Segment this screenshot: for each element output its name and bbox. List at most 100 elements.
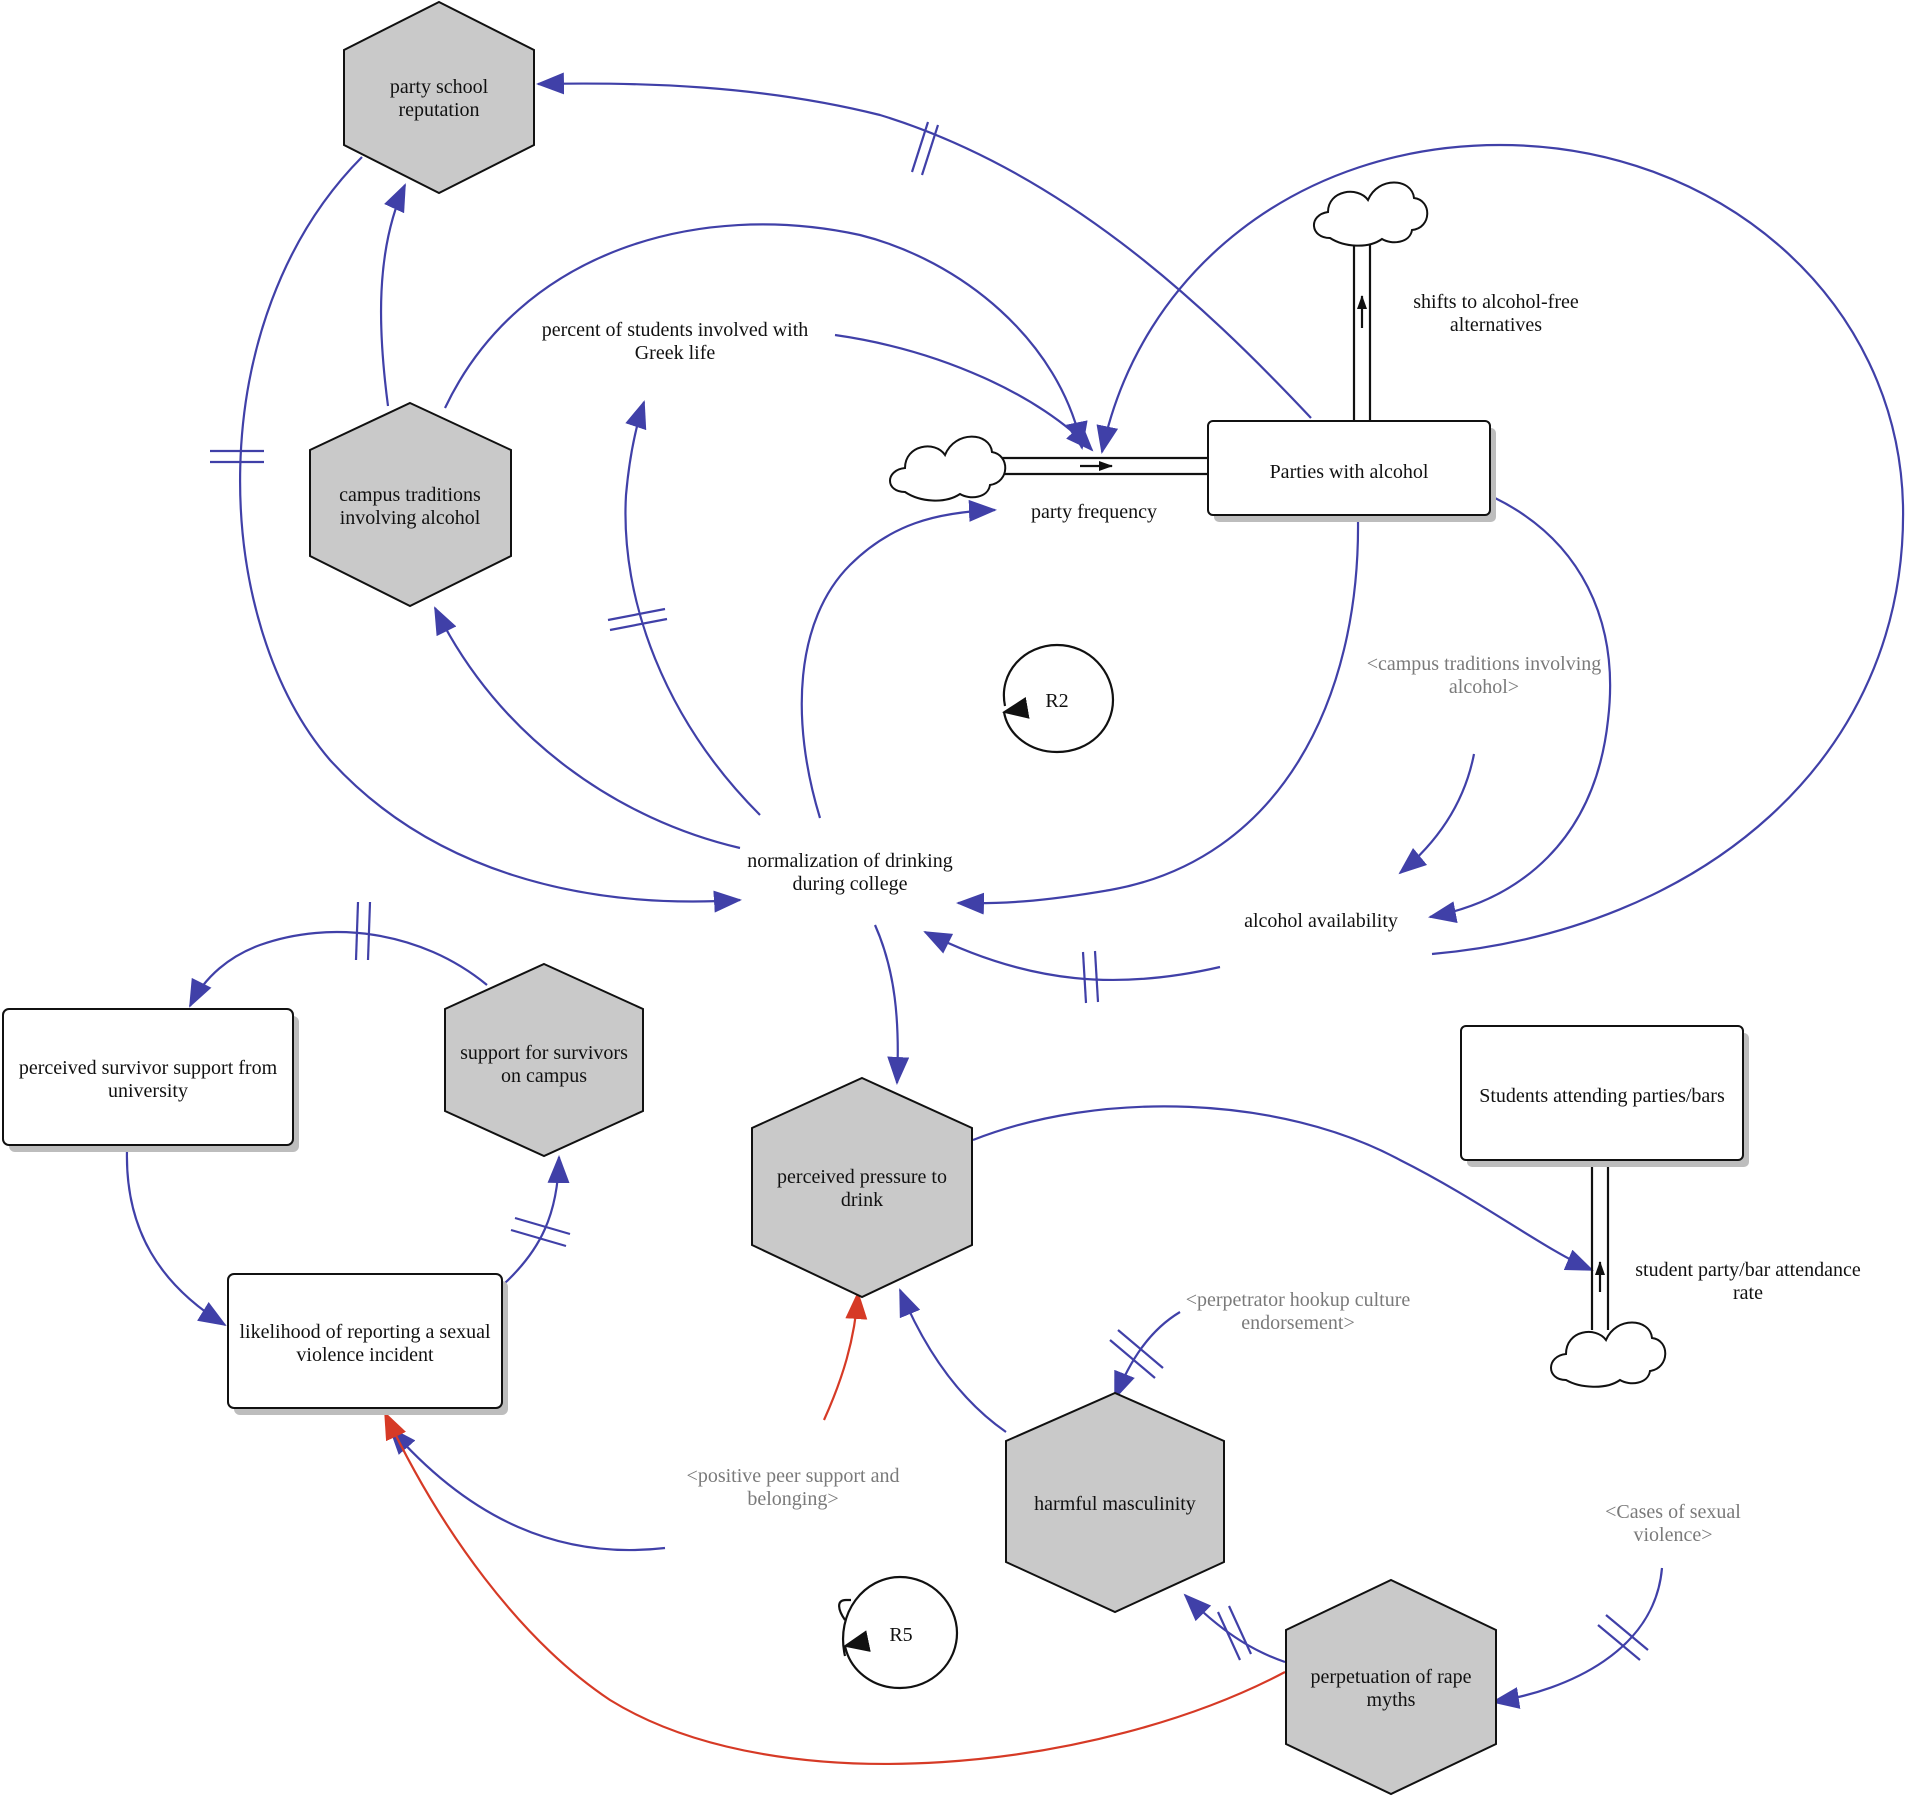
hex-campus-traditions[interactable]: campus traditions involving alcohol [309,401,512,608]
hex-harmful-masculinity[interactable]: harmful masculinity [1005,1391,1225,1614]
link-parties-to-normalization [956,519,1360,915]
var-attendance-rate[interactable]: student party/bar attendance rate [1635,1259,1861,1304]
link-traditions-to-frequency [444,223,1088,450]
shadow-variable-label: <positive peer support and [687,1465,900,1487]
node-label: party school [390,76,489,98]
cloud-icon [889,435,1007,502]
node-label: drink [841,1189,883,1211]
link-support-to-perceived [189,931,488,1008]
hex-rape-myths[interactable]: perpetuation of rape myths [1285,1578,1497,1796]
hex-perceived-pressure[interactable]: perceived pressure to drink [751,1076,973,1299]
var-alcohol-availability[interactable]: alcohol availability [1244,910,1398,932]
variable-label: alternatives [1450,314,1542,336]
node-label: Students attending parties/bars [1479,1085,1725,1107]
shadow-peer-support[interactable]: <positive peer support and belonging> [687,1465,900,1510]
stock-parties-with-alcohol[interactable]: Parties with alcohol [1207,420,1496,522]
link-masculinity-to-pressure [898,1288,1007,1433]
node-label: perceived pressure to [777,1166,947,1188]
delay-mark-support-perceived [354,901,372,961]
link-normalization-to-pressure [873,924,910,1085]
shadow-variable-label: <perpetrator hookup culture [1186,1289,1411,1311]
shadow-variable-label: endorsement> [1241,1312,1354,1334]
clouds [889,181,1667,1388]
variable-label: shifts to alcohol-free [1413,291,1579,313]
node-label: campus traditions [339,484,481,506]
link-hookup-to-masculinity [1113,1311,1181,1400]
variable-label: percent of students involved with [542,319,809,341]
link-normalization-to-traditions [434,606,741,850]
delay-mark-hookup-masculinity [1109,1329,1164,1379]
link-reputation-to-normalization [238,156,742,913]
variable-label: rate [1733,1282,1763,1304]
node-label: Parties with alcohol [1270,461,1429,483]
link-normalization-to-greek [624,400,761,816]
link-myths-to-reporting-negative [384,1411,1286,1766]
stock-students-attending[interactable]: Students attending parties/bars [1460,1025,1749,1167]
node-label: involving alcohol [340,507,481,529]
loop-arrow-icon [1002,643,1115,754]
shadow-variable-label: alcohol> [1449,676,1519,698]
flow-attendance-rate [1590,1160,1610,1330]
cloud-icon [1550,1321,1667,1388]
box-likelihood-reporting[interactable]: likelihood of reporting a sexual violenc… [227,1273,508,1415]
link-perceived-to-reporting [125,1149,227,1327]
shadow-campus-traditions[interactable]: <campus traditions involving alcohol> [1367,653,1602,698]
link-availability-to-frequency [1096,143,1905,956]
variable-label: during college [793,873,908,895]
shadow-variable-label: <Cases of sexual [1605,1501,1741,1523]
link-greek-to-frequency [834,333,1094,452]
delay-mark-parties-reputation [910,121,940,176]
box-perceived-survivor-support[interactable]: perceived survivor support from universi… [2,1008,299,1152]
loop-r5: R5 [838,1575,959,1690]
node-label: likelihood of reporting a sexual [239,1321,490,1343]
flows [990,240,1610,1330]
link-shadow-traditions-to-availability [1398,753,1476,875]
var-shifts-alcohol-free[interactable]: shifts to alcohol-free alternatives [1413,291,1579,336]
shadow-hookup-culture[interactable]: <perpetrator hookup culture endorsement> [1186,1289,1411,1334]
loop-label: R5 [889,1624,912,1646]
var-normalization[interactable]: normalization of drinking during college [747,850,953,895]
node-label: on campus [501,1065,587,1087]
variable-label: alcohol availability [1244,910,1398,932]
node-label: university [108,1080,188,1102]
variable-label: party frequency [1031,501,1157,523]
loop-r2: R2 [1002,643,1115,754]
var-party-frequency[interactable]: party frequency [1031,501,1157,523]
shadow-variable-label: belonging> [747,1488,838,1510]
hex-support-survivors[interactable]: support for survivors on campus [444,962,644,1158]
node-label: reputation [398,99,479,121]
delay-mark-normalization-greek [607,607,668,632]
node-label: harmful masculinity [1034,1493,1196,1515]
link-pressure-to-attendance [972,1105,1594,1272]
link-peer-to-reporting [388,1426,666,1552]
shadow-variable-label: <campus traditions involving [1367,653,1602,675]
link-parties-to-availability [1428,497,1612,923]
link-cases-to-myths [1491,1567,1664,1709]
loop-arrow-icon [842,1575,959,1690]
link-reporting-to-support [504,1155,570,1284]
node-label: perceived survivor support from [19,1057,278,1079]
link-normalization-to-frequency [800,499,997,819]
delay-mark-availability-normalization [1081,950,1100,1004]
flow-party-frequency [990,456,1208,476]
var-greek-life[interactable]: percent of students involved with Greek … [542,319,809,364]
delay-mark-reporting-support [510,1216,571,1248]
delay-mark-cases-myths [1597,1614,1649,1661]
link-availability-to-normalization [923,931,1221,982]
node-label: perpetuation of rape [1310,1666,1471,1688]
variable-label: Greek life [635,342,716,364]
shadow-variable-label: violence> [1633,1524,1712,1546]
node-label: myths [1367,1689,1416,1711]
node-label: support for survivors [460,1042,628,1064]
link-myths-to-masculinity [1183,1593,1286,1664]
flow-alcohol-free-shift [1352,240,1372,420]
loop-label: R2 [1045,690,1068,712]
links [125,72,1905,1766]
loop-arrow-icon [838,1598,851,1621]
delay-marks [210,121,1649,1661]
cloud-icon [1313,181,1429,247]
link-peer-to-pressure-negative [822,1291,868,1421]
shadow-cases-sexual-violence[interactable]: <Cases of sexual violence> [1605,1501,1741,1546]
hex-party-school-reputation[interactable]: party school reputation [343,0,535,195]
